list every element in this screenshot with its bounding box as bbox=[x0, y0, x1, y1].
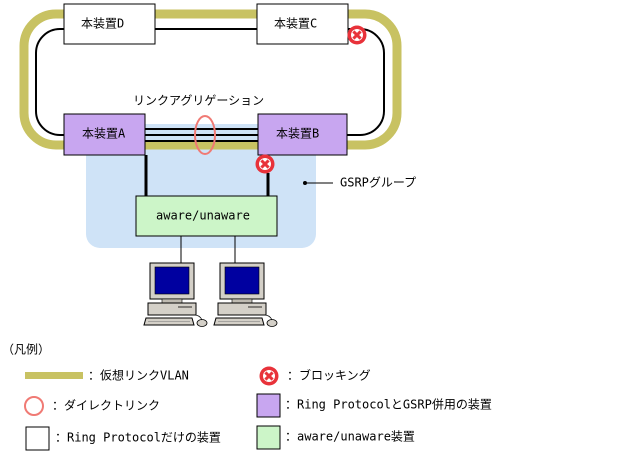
device-a-label: 本装置A bbox=[82, 127, 126, 141]
pc-icon bbox=[213, 262, 278, 327]
direct-link-circle bbox=[194, 115, 216, 155]
blocking-icon bbox=[346, 24, 368, 46]
legend-ring-gsrp-swatch bbox=[256, 393, 281, 418]
aware-unaware-device bbox=[135, 195, 278, 237]
device-c bbox=[256, 3, 349, 45]
device-d bbox=[63, 3, 156, 45]
device-a bbox=[63, 113, 146, 156]
gsrp-group-label: GSRPグループ bbox=[340, 176, 416, 190]
legend-direct-link-swatch bbox=[24, 396, 44, 416]
legend-aware-swatch bbox=[256, 425, 281, 450]
link-aggregation-label: リンクアグリゲーション bbox=[133, 94, 264, 108]
legend-aware-text: ：aware/unaware装置 bbox=[285, 430, 415, 444]
legend-blocking-text: ：ブロッキング bbox=[287, 368, 371, 383]
aware-unaware-label: aware/unaware bbox=[156, 209, 250, 223]
legend-ring-only-text: ：Ring Protocolだけの装置 bbox=[55, 431, 221, 445]
gsrp-leader-dot bbox=[303, 181, 307, 185]
device-d-label: 本装置D bbox=[81, 17, 124, 31]
legend-direct-link-text: ：ダイレクトリンク bbox=[52, 398, 160, 413]
device-b bbox=[257, 113, 348, 156]
blocking-icon bbox=[254, 153, 276, 175]
legend-title: （凡例） bbox=[2, 343, 50, 357]
device-c-label: 本装置C bbox=[274, 17, 317, 31]
legend-virtual-link-text: ：仮想リンクVLAN bbox=[88, 368, 189, 383]
legend-ring-only-swatch bbox=[25, 426, 50, 451]
virtual-link-vlan-ring bbox=[19, 9, 402, 150]
legend-ring-gsrp-text: ：Ring ProtocolとGSRP併用の装置 bbox=[285, 398, 492, 412]
pc-icon bbox=[143, 262, 208, 327]
blocking-icon bbox=[258, 365, 280, 387]
legend-virtual-link-swatch bbox=[25, 372, 83, 379]
device-b-label: 本装置B bbox=[276, 127, 319, 141]
